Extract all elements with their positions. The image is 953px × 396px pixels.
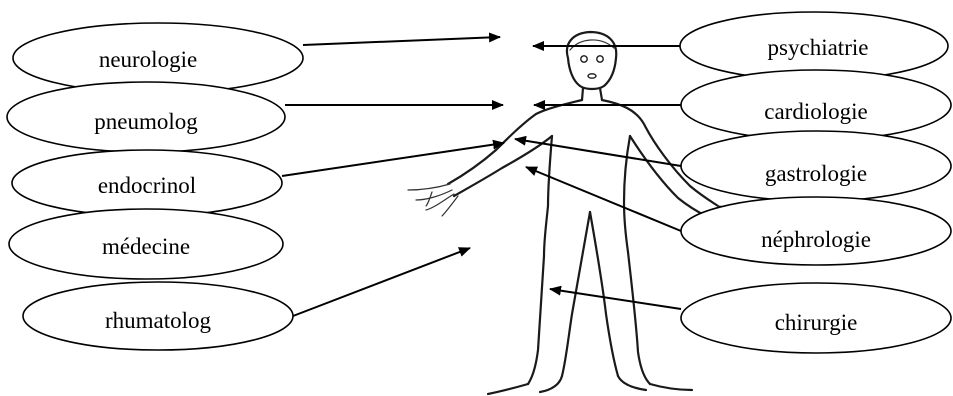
label-gastrologie: gastrologie [765,161,867,186]
label-nephrologie: néphrologie [761,227,871,252]
figure-left-hand [408,184,458,216]
figure-torso-right [624,136,630,252]
label-chirurgie: chirurgie [775,310,858,335]
label-neurologie: neurologie [99,47,197,72]
figure-left-arm [448,100,582,184]
label-endocrinol-group: endocrinol [12,150,282,216]
label-chirurgie-group: chirurgie [681,283,951,353]
arrow-chirurgie [550,289,681,309]
figure-hair [570,40,614,50]
label-rhumatolog: rhumatolog [105,308,212,333]
label-medecine-group: médecine [9,209,283,279]
figure-right-leg-outer [628,252,650,384]
figure-right-foot [618,376,692,390]
figure-left-leg-outer [528,256,544,384]
figure-right-leg-inner [590,212,618,376]
arrows [282,37,681,316]
figure-left-eye [581,56,587,62]
figure-mouth [588,74,596,78]
label-cardiologie: cardiologie [764,99,867,124]
label-cardiologie-group: cardiologie [681,70,951,140]
arrow-rhumatolog [293,248,470,316]
figure-head [567,32,616,89]
label-medecine: médecine [102,234,190,259]
arrow-neurologie [303,37,500,45]
figure-right-eye [597,56,603,62]
label-endocrinol: endocrinol [98,173,196,198]
human-figure [408,32,748,394]
label-psychiatrie: psychiatrie [768,35,869,60]
figure-left-foot [488,376,562,394]
label-pneumolog: pneumolog [94,109,198,134]
label-rhumatolog-group: rhumatolog [23,282,293,350]
label-pneumolog-group: pneumolog [7,82,285,152]
label-nephrologie-group: néphrologie [681,197,951,265]
label-gastrologie-group: gastrologie [681,131,951,201]
figure-left-arm-inner [454,136,552,196]
arrow-endocrinol [282,143,504,176]
figure-torso-left [544,136,552,256]
